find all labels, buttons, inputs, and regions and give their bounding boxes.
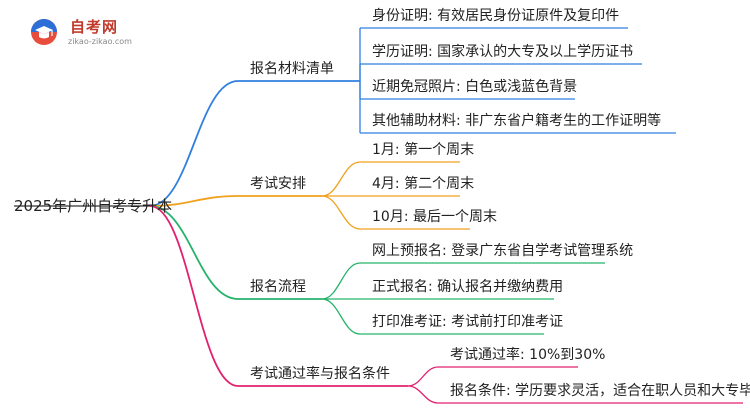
leaf-label-4-1: 考试通过率: 10%到30% [450,347,606,363]
site-logo[interactable]: 自考网 zikao-zikao.com [30,16,140,52]
leaf-label-4-2: 报名条件: 学历要求灵活，适合在职人员和大专毕业生 [450,383,750,399]
branch-label-4: 考试通过率与报名条件 [250,366,390,382]
leaf-connector-4-1 [407,366,439,387]
leaf-label-2-1: 1月: 第一个周末 [372,142,475,158]
leaf-label-2-2: 4月: 第二个周末 [372,176,475,192]
leaf-label-1-2: 学历证明: 国家承认的大专及以上学历证书 [372,44,634,60]
leaf-connector-2-3 [321,195,361,230]
leaf-connector-2-1 [321,161,361,197]
branch-label-2: 考试安排 [250,176,306,192]
leaf-label-3-3: 打印准考证: 考试前打印准考证 [372,314,564,330]
leaf-label-3-1: 网上预报名: 登录广东省自学考试管理系统 [372,243,634,259]
branch-connector-4 [149,205,239,387]
graduation-cap-icon [30,18,58,46]
leaf-label-1-3: 近期免冠照片: 白色或浅蓝色背景 [372,79,578,95]
mindmap-root: 2025年广州自考专升本 [14,197,173,215]
branch-label-1: 报名材料清单 [250,61,334,77]
leaf-connector-3-3 [321,298,361,335]
branch-connector-2 [149,195,239,207]
leaf-connector-3-1 [321,262,361,300]
logo-name: 自考网 [70,18,119,36]
leaf-connector-4-2 [407,385,439,404]
leaf-label-2-3: 10月: 最后一个周末 [372,209,497,225]
leaf-label-1-4: 其他辅助材料: 非广东省户籍考生的工作证明等 [372,113,662,129]
branch-label-3: 报名流程 [250,279,306,295]
leaf-label-3-2: 正式报名: 确认报名并缴纳费用 [372,279,564,295]
branch-connector-3 [149,205,239,300]
leaf-label-1-1: 身份证明: 有效居民身份证原件及复印件 [372,8,620,24]
branch-connector-1 [149,80,239,207]
logo-url: zikao-zikao.com [68,37,132,46]
